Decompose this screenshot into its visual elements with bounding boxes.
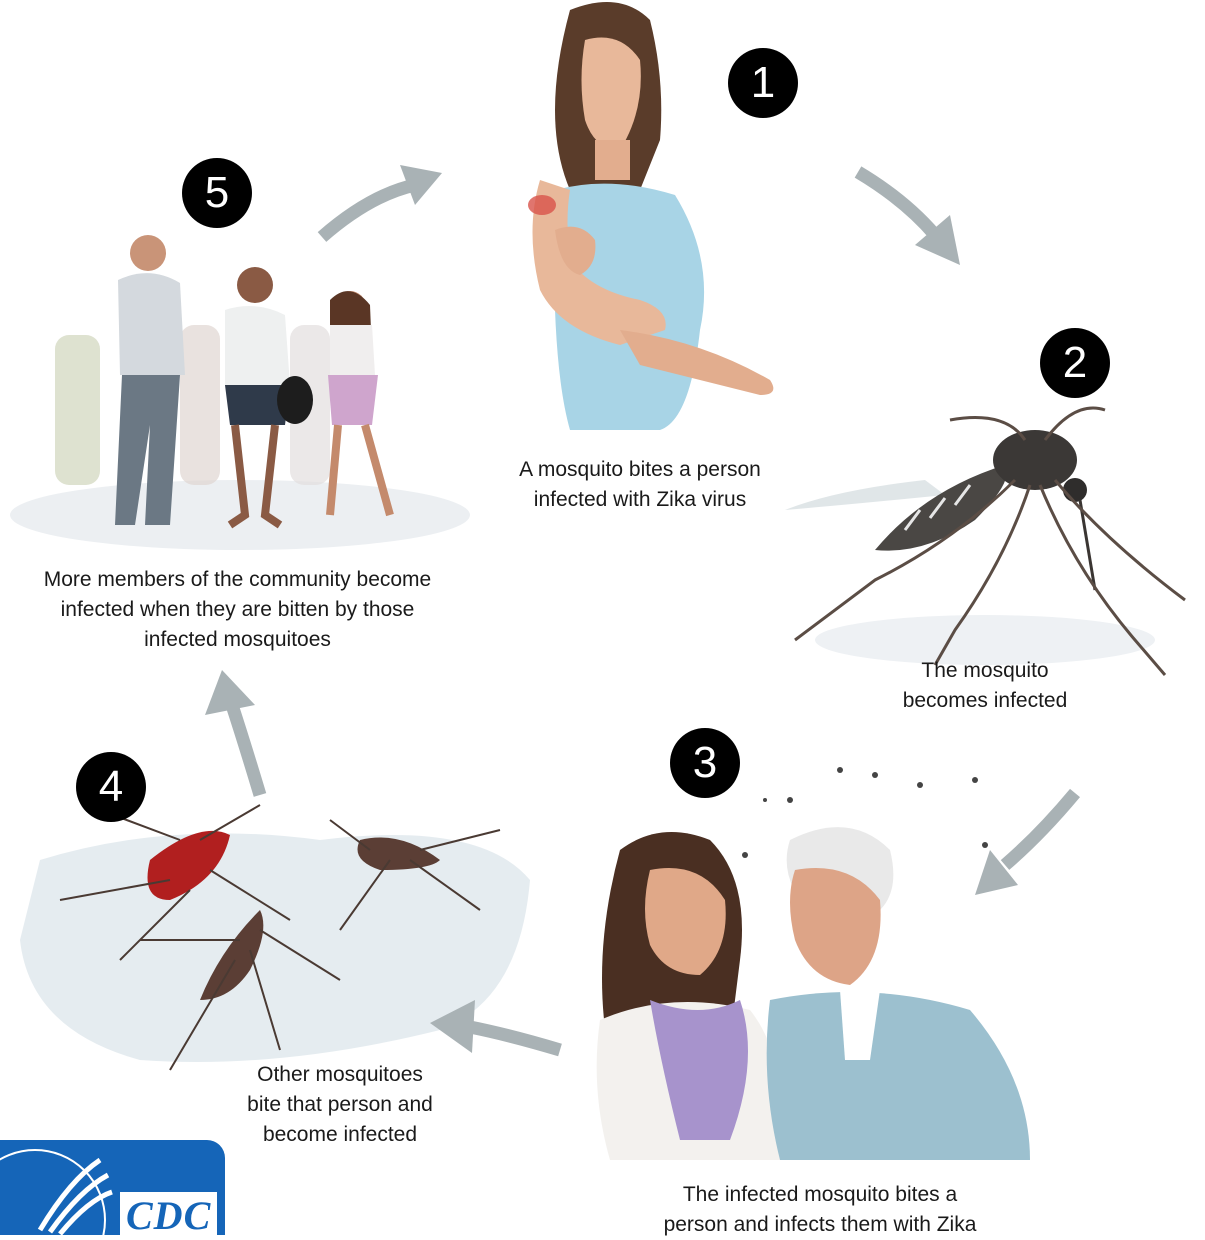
step-5-caption-line: More members of the community become	[0, 565, 475, 595]
step-3-caption: The infected mosquito bites a person and…	[580, 1180, 1060, 1240]
step-4-caption-line: bite that person and	[220, 1090, 460, 1120]
step-5-caption-line: infected when they are bitten by those	[0, 595, 475, 625]
step-1-badge: 1	[728, 48, 798, 118]
step-3-badge: 3	[670, 728, 740, 798]
step-2-badge: 2	[1040, 328, 1110, 398]
cdc-logo-text: CDC	[120, 1192, 217, 1235]
hhs-seal-icon	[0, 1140, 120, 1235]
arrow-1-to-2	[850, 160, 970, 270]
step-2-caption: The mosquito becomes infected	[860, 656, 1110, 716]
mosquito-illustration	[775, 400, 1205, 690]
arrow-4-to-5	[200, 665, 280, 800]
step-2-caption-line: The mosquito	[860, 656, 1110, 686]
step-4-badge: 4	[76, 752, 146, 822]
step-5-caption: More members of the community become inf…	[0, 565, 475, 655]
step-4-caption: Other mosquitoes bite that person and be…	[220, 1060, 460, 1150]
step-4-caption-line: Other mosquitoes	[220, 1060, 460, 1090]
arrow-2-to-3	[970, 785, 1085, 900]
step-4-caption-line: become infected	[220, 1120, 460, 1150]
step-1-caption-line: infected with Zika virus	[485, 485, 795, 515]
arrow-5-to-1	[310, 165, 450, 250]
step-3-caption-line: person and infects them with Zika	[580, 1210, 1060, 1240]
step-1-caption-line: A mosquito bites a person	[485, 455, 795, 485]
arrow-3-to-4	[430, 995, 570, 1065]
step-2-caption-line: becomes infected	[860, 686, 1110, 716]
step-3-caption-line: The infected mosquito bites a	[580, 1180, 1060, 1210]
step-5-badge: 5	[182, 158, 252, 228]
hhs-cdc-logo: CDC	[0, 1140, 225, 1235]
step-5-caption-line: infected mosquitoes	[0, 625, 475, 655]
step-1-caption: A mosquito bites a person infected with …	[485, 455, 795, 515]
people-walking-illustration	[0, 225, 480, 555]
